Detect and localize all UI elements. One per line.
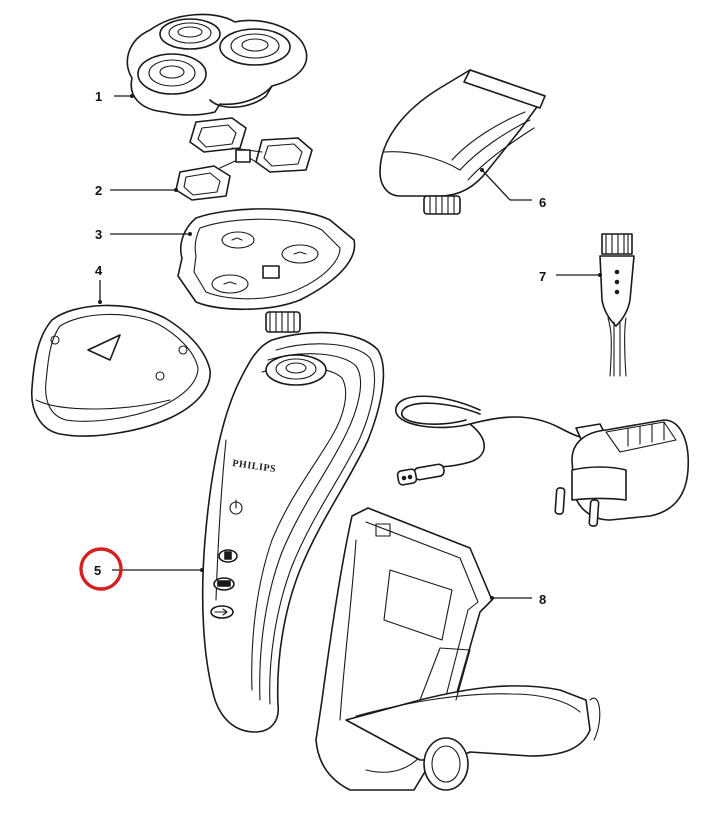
callout-1: 1 [95, 89, 134, 104]
callout-3: 3 [95, 227, 192, 242]
leader-dot-4 [98, 300, 102, 304]
retaining-frame-icon[interactable] [175, 117, 313, 201]
callout-label-3: 3 [95, 227, 102, 242]
callout-8: 8 [490, 592, 546, 607]
leader-dot-8 [490, 596, 494, 600]
leader-dot-7 [598, 273, 602, 277]
power-adapter-icon[interactable] [395, 395, 690, 527]
shaving-unit-holder-icon[interactable] [177, 208, 356, 333]
callout-7: 7 [539, 269, 602, 284]
callout-label-6: 6 [539, 195, 546, 210]
leader-dot-1 [130, 94, 134, 98]
callout-label-7: 7 [539, 269, 546, 284]
charging-stand-icon[interactable] [315, 507, 601, 791]
callout-label-8: 8 [539, 592, 546, 607]
callout-2: 2 [95, 183, 178, 198]
callout-4: 4 [95, 263, 103, 304]
protection-cap-icon[interactable] [30, 304, 211, 437]
callout-5: 5 [79, 547, 204, 591]
leader-dot-3 [188, 232, 192, 236]
callout-label-1: 1 [95, 89, 102, 104]
leader-dot-5 [200, 568, 204, 572]
trimmer-attachment-icon[interactable] [379, 69, 546, 215]
callout-label-2: 2 [95, 183, 102, 198]
shaving-heads-unit-icon[interactable] [126, 13, 308, 116]
callout-label-5: 5 [94, 563, 101, 578]
cleaning-brush-icon[interactable] [599, 233, 635, 377]
callout-6: 6 [480, 168, 546, 210]
callout-label-4: 4 [95, 263, 103, 278]
leader-dot-6 [480, 168, 484, 172]
shaver-handle-icon[interactable]: PHILIPS [201, 331, 385, 733]
leader-dot-2 [174, 188, 178, 192]
leader-line-6 [481, 169, 511, 201]
highlight-circle [79, 547, 123, 591]
